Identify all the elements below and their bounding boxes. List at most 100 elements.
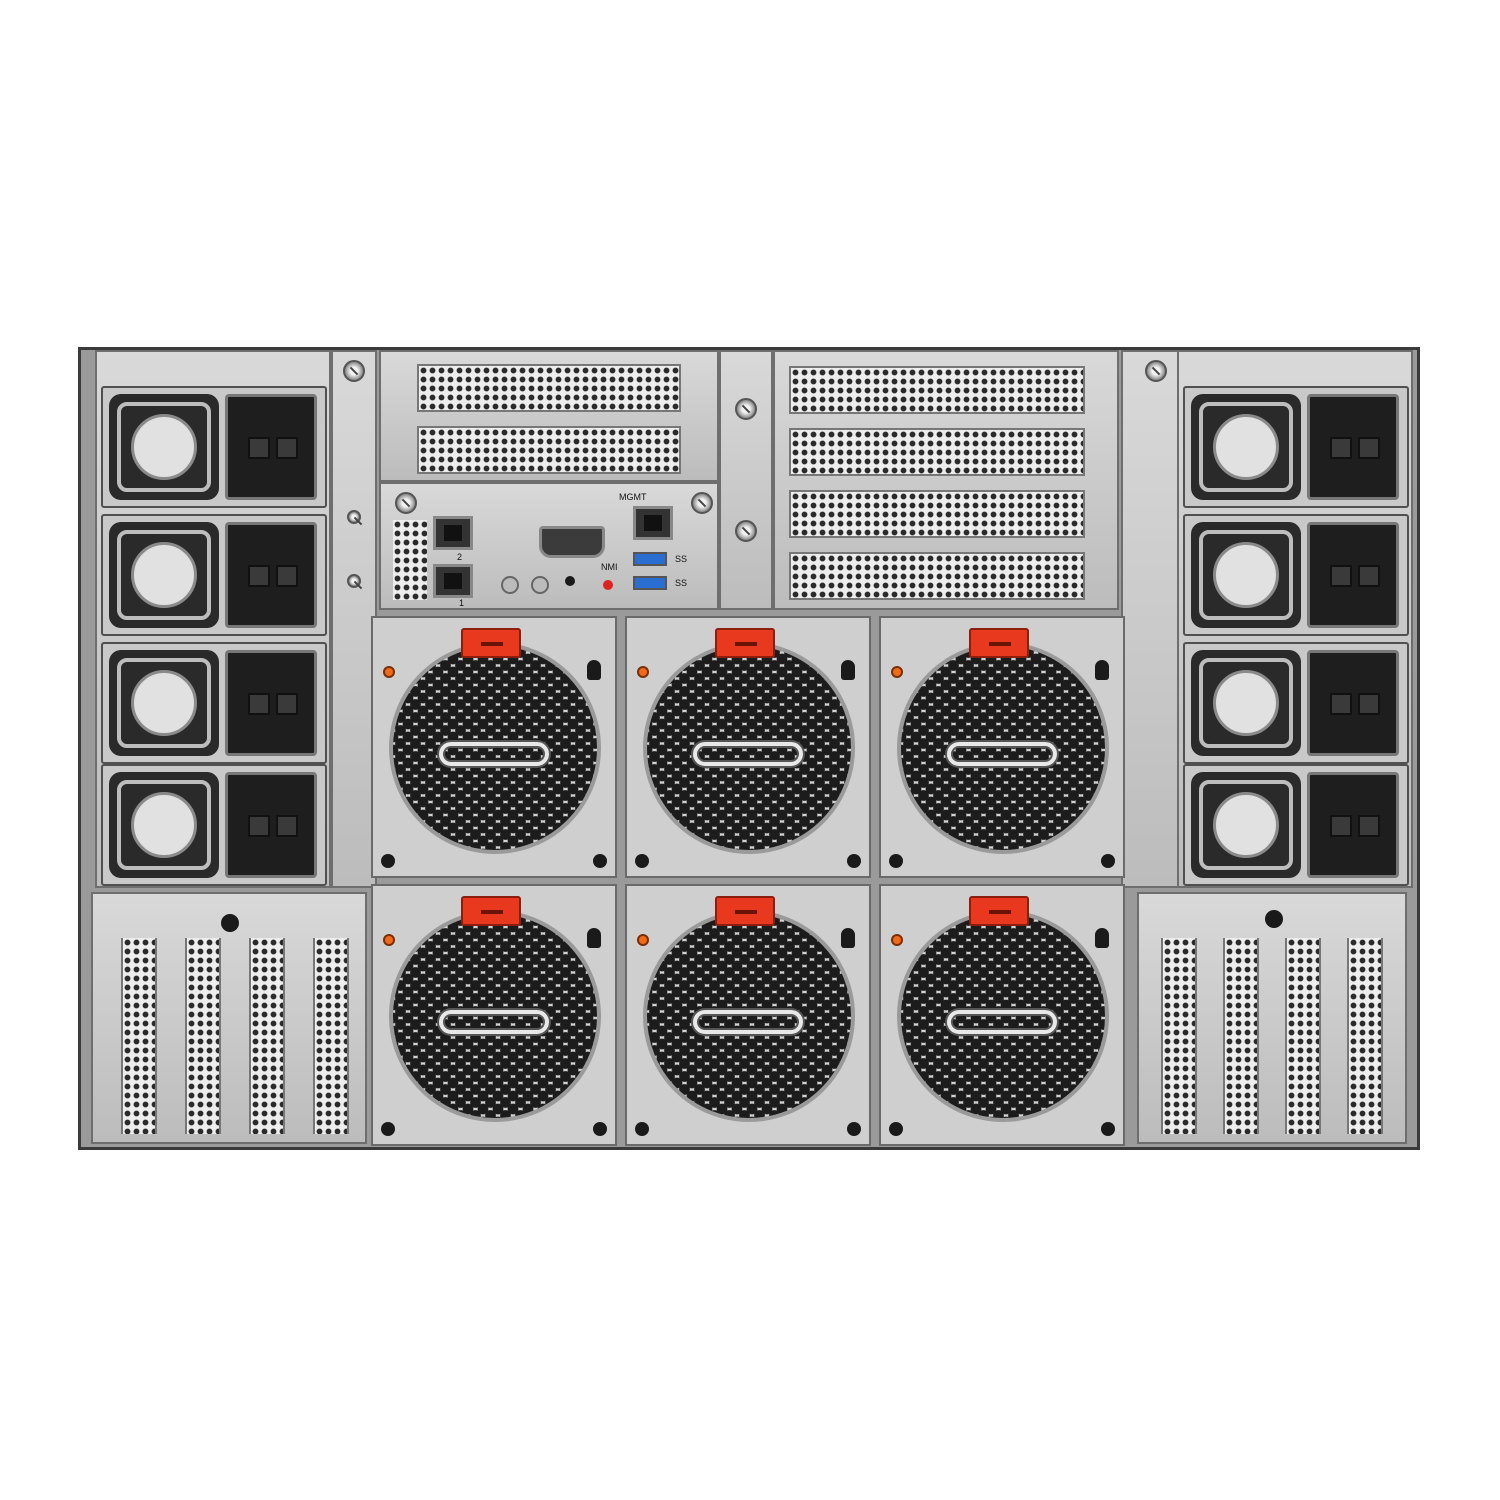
psu-fan-icon xyxy=(109,772,219,878)
power-socket-icon[interactable] xyxy=(1307,394,1399,500)
thumbscrew-icon[interactable] xyxy=(1265,910,1283,928)
io-panel: 2 1 NMI MGMT SS SS xyxy=(379,482,719,610)
psu-fan-icon xyxy=(109,394,219,500)
keyhole-icon xyxy=(587,928,601,948)
usb-port-icon[interactable] xyxy=(633,576,667,590)
fan-grill-icon xyxy=(643,642,855,854)
pcie-slot[interactable] xyxy=(417,364,681,412)
pcie-riser-slot[interactable] xyxy=(313,938,349,1134)
fan-status-led xyxy=(891,934,903,946)
pcie-riser-slot[interactable] xyxy=(121,938,157,1134)
bolt-icon xyxy=(847,1122,861,1136)
fan-module-6[interactable] xyxy=(879,884,1125,1146)
pcie-riser-slot[interactable] xyxy=(1347,938,1383,1134)
pcie-riser-slot[interactable] xyxy=(1223,938,1259,1134)
psu-fan-icon xyxy=(1191,650,1301,756)
power-socket-icon[interactable] xyxy=(225,650,317,756)
pcie-cage-left xyxy=(379,350,719,482)
bolt-icon xyxy=(635,1122,649,1136)
power-socket-icon[interactable] xyxy=(225,772,317,878)
pcie-slot[interactable] xyxy=(789,490,1085,538)
power-socket-icon[interactable] xyxy=(1307,522,1399,628)
psu-fan-icon xyxy=(1191,772,1301,878)
pcie-riser-slot[interactable] xyxy=(185,938,221,1134)
power-socket-icon[interactable] xyxy=(225,394,317,500)
bolt-icon xyxy=(889,854,903,868)
fan-handle-icon[interactable] xyxy=(947,1010,1057,1034)
pcie-slot[interactable] xyxy=(789,366,1085,414)
bolt-icon xyxy=(1101,854,1115,868)
pcie-slot[interactable] xyxy=(789,428,1085,476)
fan-status-led xyxy=(891,666,903,678)
rj45-port-icon[interactable] xyxy=(433,564,473,598)
pcie-riser-slot[interactable] xyxy=(249,938,285,1134)
screw-icon xyxy=(735,398,757,420)
fan-module-5[interactable] xyxy=(625,884,871,1146)
lan2-label: 2 xyxy=(457,552,463,562)
status-led xyxy=(501,576,519,594)
psu-right-2[interactable] xyxy=(1183,514,1409,636)
rj45-port-icon[interactable] xyxy=(633,506,673,540)
fan-module-3[interactable] xyxy=(879,616,1125,878)
screw-icon xyxy=(347,574,361,588)
screw-icon xyxy=(395,492,417,514)
rj45-port-icon[interactable] xyxy=(433,516,473,550)
psu-right-3[interactable] xyxy=(1183,642,1409,764)
power-socket-icon[interactable] xyxy=(1307,650,1399,756)
power-socket-icon[interactable] xyxy=(225,522,317,628)
psu-fan-icon xyxy=(1191,394,1301,500)
fan-status-led xyxy=(383,934,395,946)
psu-left-4[interactable] xyxy=(101,764,327,886)
pcie-slot[interactable] xyxy=(789,552,1085,600)
power-socket-icon[interactable] xyxy=(1307,772,1399,878)
pcie-slot[interactable] xyxy=(417,426,681,474)
fan-status-led xyxy=(383,666,395,678)
fan-handle-icon[interactable] xyxy=(693,1010,803,1034)
vga-port-icon[interactable] xyxy=(539,526,605,558)
fan-module-4[interactable] xyxy=(371,884,617,1146)
screw-icon xyxy=(691,492,713,514)
nmi-label: NMI xyxy=(601,562,618,572)
psu-left-2[interactable] xyxy=(101,514,327,636)
thumbscrew-icon[interactable] xyxy=(221,914,239,932)
usb-label: SS xyxy=(675,554,688,564)
latch-icon[interactable] xyxy=(715,896,775,926)
psu-fan-icon xyxy=(109,650,219,756)
latch-icon[interactable] xyxy=(461,896,521,926)
psu-left-3[interactable] xyxy=(101,642,327,764)
latch-icon[interactable] xyxy=(969,628,1029,658)
fan-handle-icon[interactable] xyxy=(439,742,549,766)
pcie-riser-slot[interactable] xyxy=(1285,938,1321,1134)
fan-handle-icon[interactable] xyxy=(439,1010,549,1034)
bolt-icon xyxy=(593,1122,607,1136)
psu-right-1[interactable] xyxy=(1183,386,1409,508)
left-psu-bay xyxy=(95,350,331,888)
latch-icon[interactable] xyxy=(461,628,521,658)
fan-status-led xyxy=(637,666,649,678)
bolt-icon xyxy=(635,854,649,868)
bolt-icon xyxy=(381,1122,395,1136)
bottom-left-pcie-cage xyxy=(91,892,367,1144)
psu-left-1[interactable] xyxy=(101,386,327,508)
screw-icon xyxy=(1145,360,1167,382)
bolt-icon xyxy=(1101,1122,1115,1136)
bolt-icon xyxy=(889,1122,903,1136)
fan-handle-icon[interactable] xyxy=(693,742,803,766)
id-led[interactable] xyxy=(603,580,613,590)
usb-port-icon[interactable] xyxy=(633,552,667,566)
keyhole-icon xyxy=(587,660,601,680)
mgmt-label: MGMT xyxy=(619,492,647,502)
latch-icon[interactable] xyxy=(715,628,775,658)
pcie-cage-right xyxy=(773,350,1119,610)
left-rail xyxy=(331,350,377,888)
keyhole-icon xyxy=(1095,660,1109,680)
status-led xyxy=(531,576,549,594)
screw-icon xyxy=(347,510,361,524)
psu-right-4[interactable] xyxy=(1183,764,1409,886)
lan1-label: 1 xyxy=(459,598,465,608)
fan-module-1[interactable] xyxy=(371,616,617,878)
pcie-riser-slot[interactable] xyxy=(1161,938,1197,1134)
fan-handle-icon[interactable] xyxy=(947,742,1057,766)
latch-icon[interactable] xyxy=(969,896,1029,926)
fan-module-2[interactable] xyxy=(625,616,871,878)
